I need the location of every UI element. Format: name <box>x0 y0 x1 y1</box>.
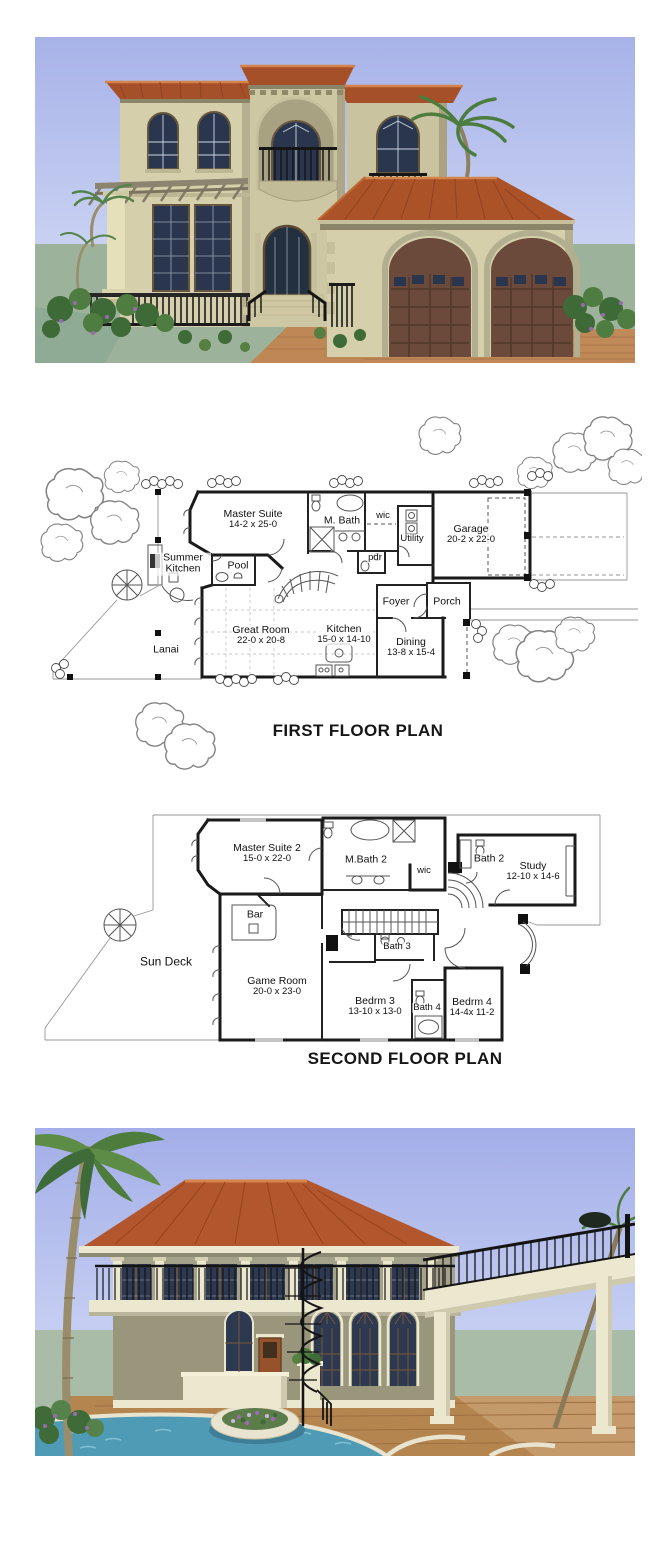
stairs <box>341 909 439 941</box>
door-arcs <box>191 818 511 1042</box>
rear-bushes <box>35 1400 104 1444</box>
room-label-m-bath-2: M.Bath 2 <box>343 853 389 866</box>
rear-render-illustration <box>35 1128 635 1456</box>
room-label-pdr: pdr <box>367 551 383 564</box>
hall-arcs <box>447 872 484 909</box>
lanai-deck-outline <box>52 489 202 680</box>
sun-deck-structure <box>422 1212 635 1434</box>
second-floor-plan-title: SECOND FLOOR PLAN <box>307 1049 503 1068</box>
entry-door <box>255 224 317 297</box>
first-floor-plan-drawing <box>40 416 642 770</box>
rear-exterior-render <box>35 1128 635 1456</box>
garage-door <box>484 230 580 357</box>
bath-fixtures <box>309 494 418 572</box>
arched-french-doors <box>310 1307 420 1386</box>
spiral-staircase <box>285 1248 332 1426</box>
second-floor-plan: Master Suite 2 15-0 x 22-0 M.Bath 2 wic … <box>30 788 642 1090</box>
room-label-bedrm-4: Bedrm 4 14-4x 11-2 <box>448 996 496 1019</box>
first-floor-plan: Master Suite 14-2 x 25-0 M. Bath wic Uti… <box>30 396 642 774</box>
kitchen-fixtures <box>315 643 353 677</box>
rear-house <box>79 1179 461 1408</box>
balcony-railing <box>95 1264 455 1300</box>
room-label-kitchen: Kitchen 15-0 x 14-10 <box>316 623 372 646</box>
palm-tree <box>411 95 515 178</box>
entry-steps <box>242 289 332 321</box>
plan-driveway <box>470 492 638 621</box>
planter-island <box>209 1404 305 1444</box>
room-label-bath-3: Bath 3 <box>382 940 412 953</box>
dentil-band <box>249 90 343 95</box>
second-floor-plan-drawing <box>44 814 601 1042</box>
room-label-m-bath: M. Bath <box>322 514 362 527</box>
upper-arched-window <box>195 111 233 173</box>
room-label-bar: Bar <box>245 908 265 921</box>
front-left-wing <box>87 80 263 327</box>
room-label-great-room: Great Room 22-0 x 20-8 <box>231 624 291 647</box>
shrub-hedges <box>51 468 555 687</box>
side-fence <box>329 283 355 327</box>
room-label-summer-kitchen: Summer Kitchen <box>155 552 211 576</box>
deck-columns <box>430 1276 616 1434</box>
room-label-bath-2: Bath 2 <box>472 852 506 865</box>
room-label-foyer: Foyer <box>381 595 411 608</box>
room-label-bath-4: Bath 4 <box>412 1001 442 1014</box>
room-label-porch: Porch <box>432 595 462 608</box>
room-label-wic: wic <box>375 509 391 522</box>
front-bushes <box>42 287 635 352</box>
room-label-dining: Dining 13-8 x 15-4 <box>385 636 437 659</box>
curved-stair <box>274 570 339 604</box>
room-label-lanai: Lanai <box>152 643 180 656</box>
door-arcs <box>183 509 428 666</box>
upper-arched-window <box>145 112 181 173</box>
plan-trees <box>40 416 642 770</box>
garage-door <box>382 230 478 357</box>
room-label-sun-deck: Sun Deck <box>138 954 194 969</box>
first-floor-plan-title: FIRST FLOOR PLAN <box>272 721 444 740</box>
lower-window <box>194 204 232 292</box>
exterior-walls <box>188 490 532 679</box>
arch-balcony <box>258 147 338 202</box>
front-garage-wing <box>317 176 580 357</box>
spiral-stair <box>111 569 143 601</box>
pool-fixtures <box>215 572 243 582</box>
room-label-study: Study 12-10 x 14-6 <box>505 860 561 883</box>
front-center-tower <box>240 64 355 327</box>
room-label-utility: Utility <box>399 532 425 545</box>
bar-counter <box>231 893 277 941</box>
room-label-pool: Pool <box>226 559 250 572</box>
spiral-stair <box>103 908 137 942</box>
room-label-master-suite: Master Suite 14-2 x 25-0 <box>222 508 284 531</box>
front-render-illustration <box>35 37 635 363</box>
front-exterior-render <box>35 37 635 363</box>
study-bay <box>565 845 575 897</box>
sun-deck-outline <box>44 814 601 1041</box>
room-label-bedrm-3: Bedrm 3 13-10 x 13-0 <box>347 995 403 1018</box>
lower-window <box>152 204 190 292</box>
room-label-garage: Garage 20-2 x 22-0 <box>445 523 497 546</box>
quoins <box>327 242 335 314</box>
interior-walls <box>211 491 471 678</box>
room-label-game-room: Game Room 20-0 x 23-0 <box>246 975 308 998</box>
outdoor-kitchen-wall <box>181 1372 289 1408</box>
room-label-wic-2: wic <box>416 864 432 877</box>
porch-columns <box>463 619 470 679</box>
lower-arched-window <box>224 1309 254 1373</box>
room-label-master-suite-2: Master Suite 2 15-0 x 22-0 <box>232 842 302 865</box>
